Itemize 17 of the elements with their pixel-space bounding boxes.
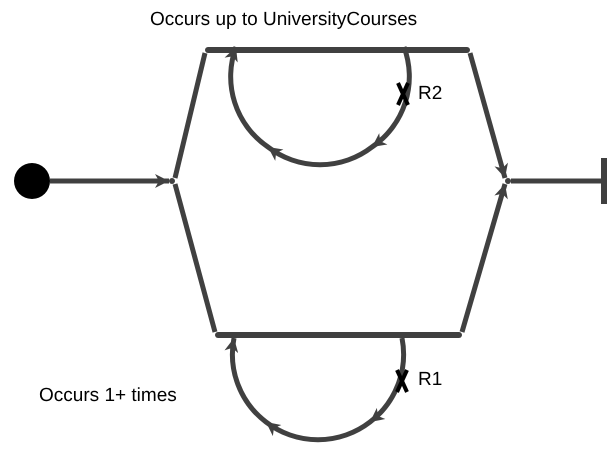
repeat-label: R2 <box>418 82 442 106</box>
multiplicity-note: Occurs 1+ times <box>39 384 177 408</box>
connector-line <box>511 178 601 184</box>
fork-bar <box>205 47 470 53</box>
junction-point <box>505 178 511 184</box>
multiplicity-note: Occurs up to UniversityCourses <box>150 8 418 32</box>
arrow <box>50 174 169 188</box>
repeat-label: R1 <box>418 368 442 392</box>
loop-arrow <box>224 338 406 442</box>
junction-point <box>169 178 175 184</box>
connector-line <box>172 52 208 179</box>
connector-line <box>172 183 218 333</box>
fork-bar <box>215 332 462 338</box>
arrow <box>468 52 508 179</box>
arrow <box>460 183 508 333</box>
fork-bar <box>601 158 607 204</box>
loop-arrow <box>224 46 412 168</box>
